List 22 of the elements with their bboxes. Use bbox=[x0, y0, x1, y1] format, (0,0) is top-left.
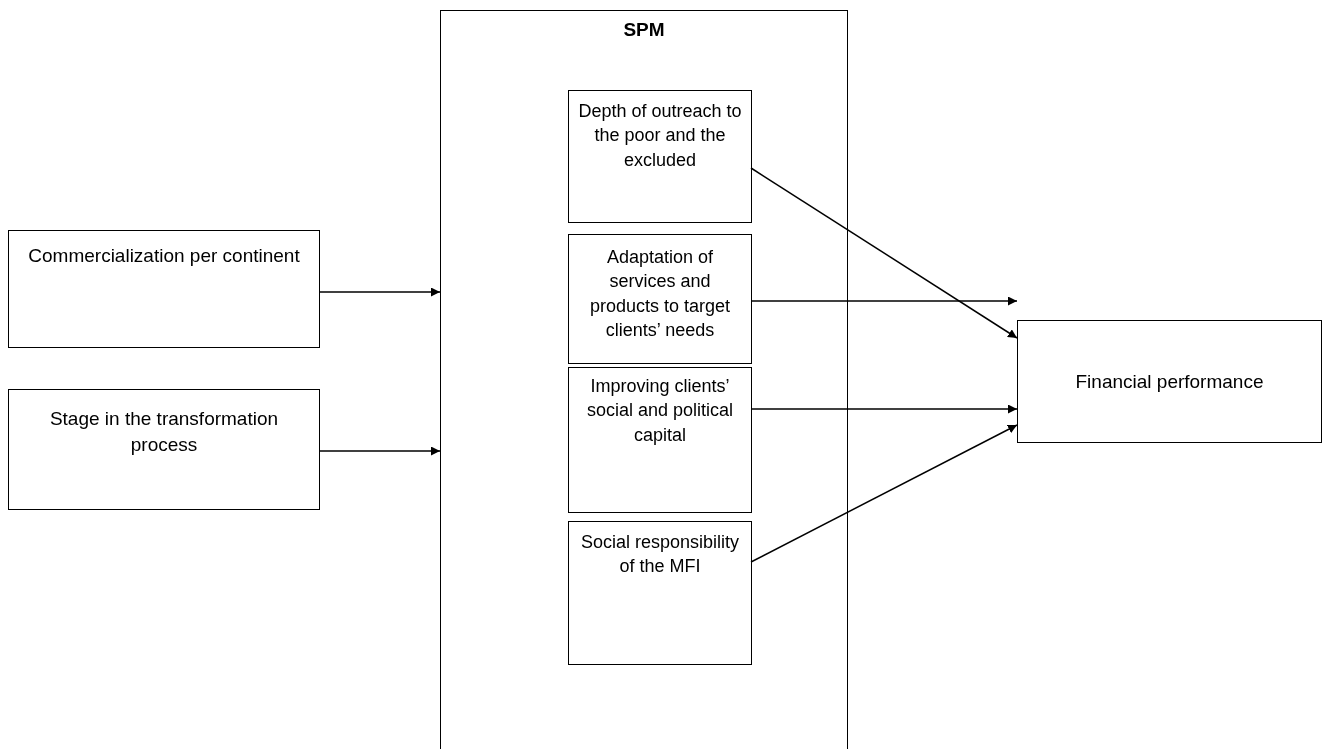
process-box bbox=[8, 230, 320, 348]
arrow bbox=[319, 287, 441, 297]
arrow bbox=[750, 167, 1018, 339]
process-box bbox=[568, 234, 752, 364]
process-box bbox=[568, 521, 752, 665]
arrow bbox=[750, 404, 1018, 414]
process-box bbox=[1017, 320, 1322, 443]
arrow bbox=[750, 424, 1018, 563]
box-label: Stage in the transformation process bbox=[48, 407, 280, 457]
box-label: Financial performance bbox=[1075, 369, 1264, 394]
box-label: Commercialization per continent bbox=[28, 244, 300, 268]
box-label: Improving clients’ social and political capital bbox=[585, 375, 735, 447]
process-box bbox=[8, 389, 320, 510]
group-title: SPM bbox=[623, 18, 665, 42]
arrow bbox=[319, 446, 441, 456]
box-label: Social responsibility of the MFI bbox=[579, 531, 741, 579]
process-box bbox=[568, 90, 752, 223]
box-label: Depth of outreach to the poor and the excluded bbox=[577, 100, 743, 172]
group-box bbox=[440, 10, 848, 749]
process-box bbox=[568, 367, 752, 513]
arrow bbox=[750, 296, 1018, 306]
box-label: Adaptation of services and products to target clients’ needs bbox=[588, 246, 732, 342]
